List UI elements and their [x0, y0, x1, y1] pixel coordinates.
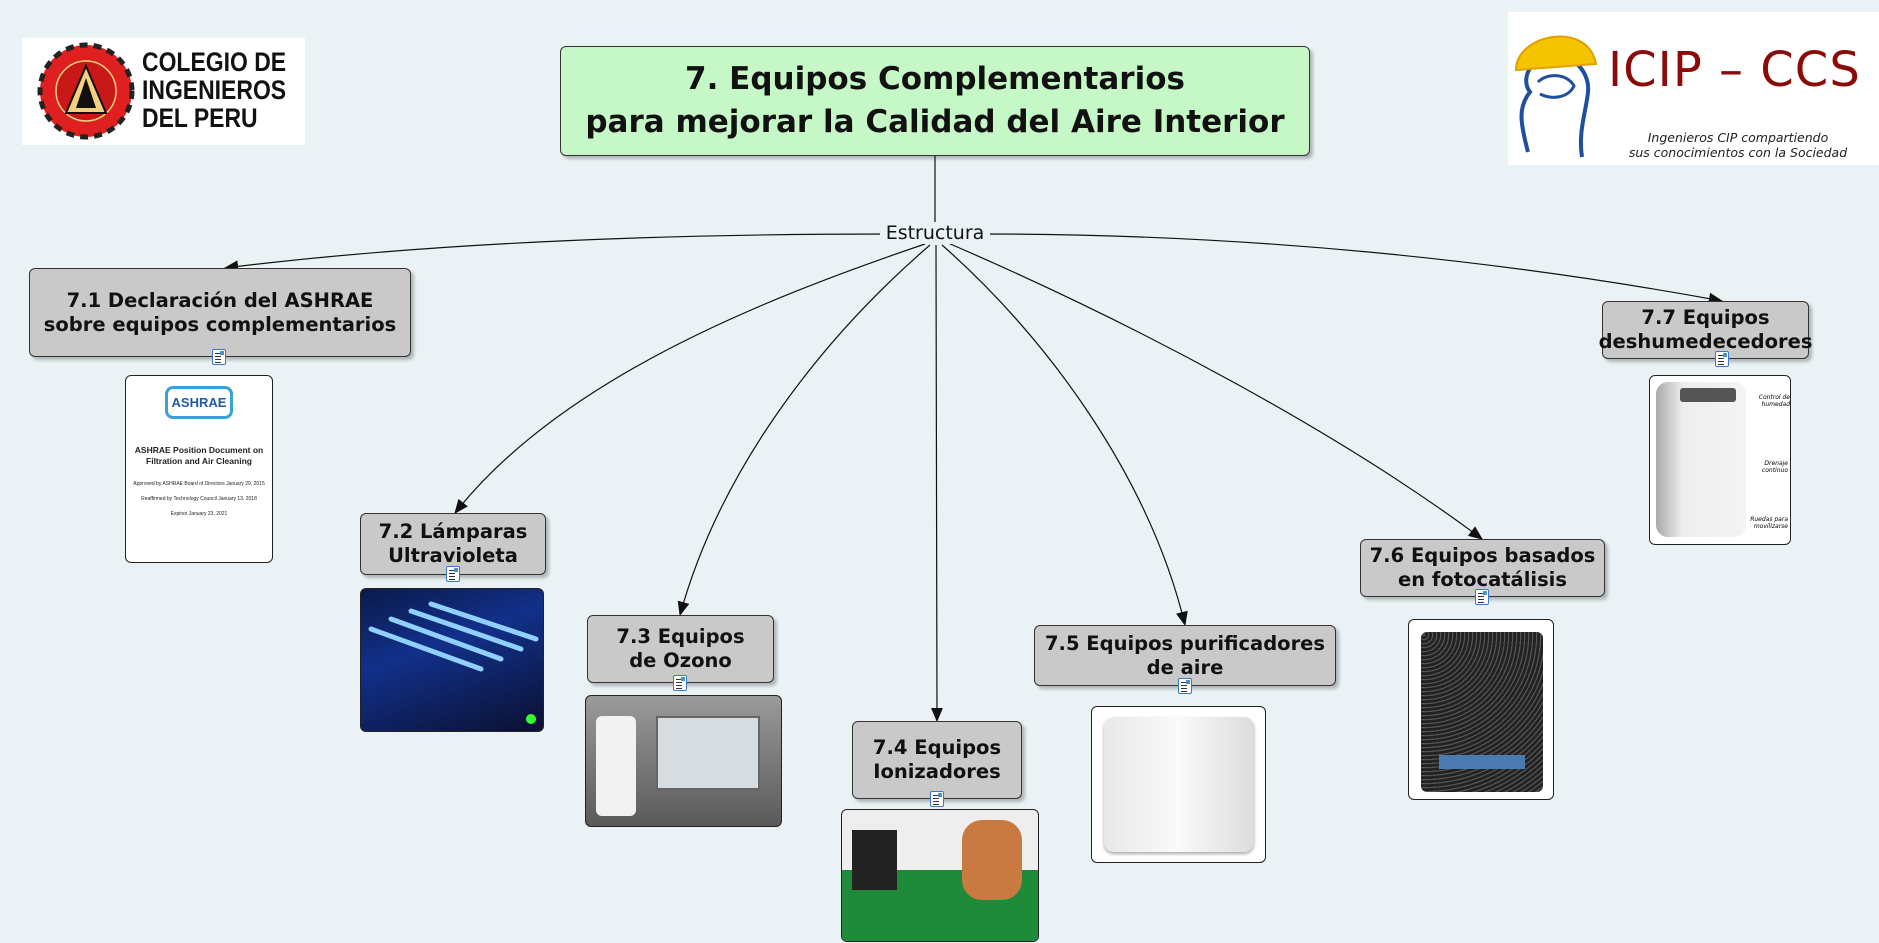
node-7-1[interactable]: 7.1 Declaración del ASHRAE sobre equipos… [29, 268, 411, 357]
doc-expires: Expires January 23, 2021 [170, 511, 228, 517]
node-7-5[interactable]: 7.5 Equipos purificadores de aire [1034, 625, 1336, 686]
ozone-equipment-image [585, 695, 782, 827]
note-icon[interactable] [446, 566, 460, 582]
node-7-3[interactable]: 7.3 Equipos de Ozono [587, 615, 774, 683]
icip-ccs-name: ICIP – CCS [1608, 42, 1861, 98]
note-icon[interactable] [673, 675, 687, 691]
node-7-6[interactable]: 7.6 Equipos basados en fotocatálisis [1360, 539, 1605, 597]
annotation: Ruedas para movilizarse [1750, 516, 1788, 530]
icip-tagline: Ingenieros CIP compartiendo [1647, 130, 1829, 145]
doc-reaffirmed: Reaffirmed by Technology Council January… [141, 496, 257, 502]
connector-7-3 [677, 244, 931, 617]
note-icon[interactable] [930, 791, 944, 807]
connector-7-2 [454, 243, 926, 514]
icip-ccs-logo: ICIP – CCS Ingenieros CIP compartiendo s… [1508, 12, 1879, 165]
node-7-7[interactable]: 7.7 Equipos deshumedecedores [1599, 301, 1812, 359]
cip-logo-line: INGENIEROS [142, 75, 287, 105]
doc-approved: Approved by ASHRAE Board of Directors Ja… [133, 481, 265, 487]
doc-title: ASHRAE Position Document on Filtration a… [134, 445, 264, 466]
note-icon[interactable] [212, 349, 226, 365]
cip-logo-line: COLEGIO DE [142, 47, 287, 77]
ionizer-circuit-image [841, 809, 1039, 942]
air-purifier-image [1091, 706, 1266, 863]
uv-lamps-image [360, 588, 544, 732]
dehumidifier-image: Control de humedad Drenaje continuo Rued… [1649, 375, 1791, 545]
note-icon[interactable] [1715, 351, 1729, 367]
node-7-2[interactable]: 7.2 Lámparas Ultravioleta [360, 513, 546, 575]
connector-7-5 [941, 244, 1188, 627]
annotation: Drenaje continuo [1761, 460, 1788, 474]
annotation: Control de humedad [1758, 394, 1790, 408]
note-icon[interactable] [1475, 589, 1489, 605]
ashrae-logo: ASHRAE [164, 386, 234, 419]
connector-7-6 [947, 242, 1483, 540]
helmet-head-icon [1514, 35, 1598, 158]
title-line: para mejorar la Calidad del Aire Interio… [585, 104, 1285, 140]
icip-tagline: sus conocimientos con la Sociedad [1628, 145, 1848, 160]
ashrae-document-image: ASHRAE ASHRAE Position Document on Filtr… [125, 375, 273, 563]
cip-logo-line: DEL PERU [142, 103, 258, 133]
cip-logo: COLEGIO DE INGENIEROS DEL PERU [22, 38, 305, 145]
connector-7-1 [223, 233, 891, 273]
title-line: 7. Equipos Complementarios [685, 61, 1185, 97]
photocatalysis-unit-image [1408, 619, 1554, 800]
note-icon[interactable] [1178, 678, 1192, 694]
hub-label: Estructura [880, 222, 990, 244]
cip-seal-icon [37, 42, 135, 140]
connector-7-7 [984, 233, 1724, 305]
connector-7-4 [930, 244, 943, 723]
node-7-4[interactable]: 7.4 Equipos Ionizadores [852, 721, 1022, 799]
central-topic[interactable]: 7. Equipos Complementarios para mejorar l… [560, 46, 1310, 156]
